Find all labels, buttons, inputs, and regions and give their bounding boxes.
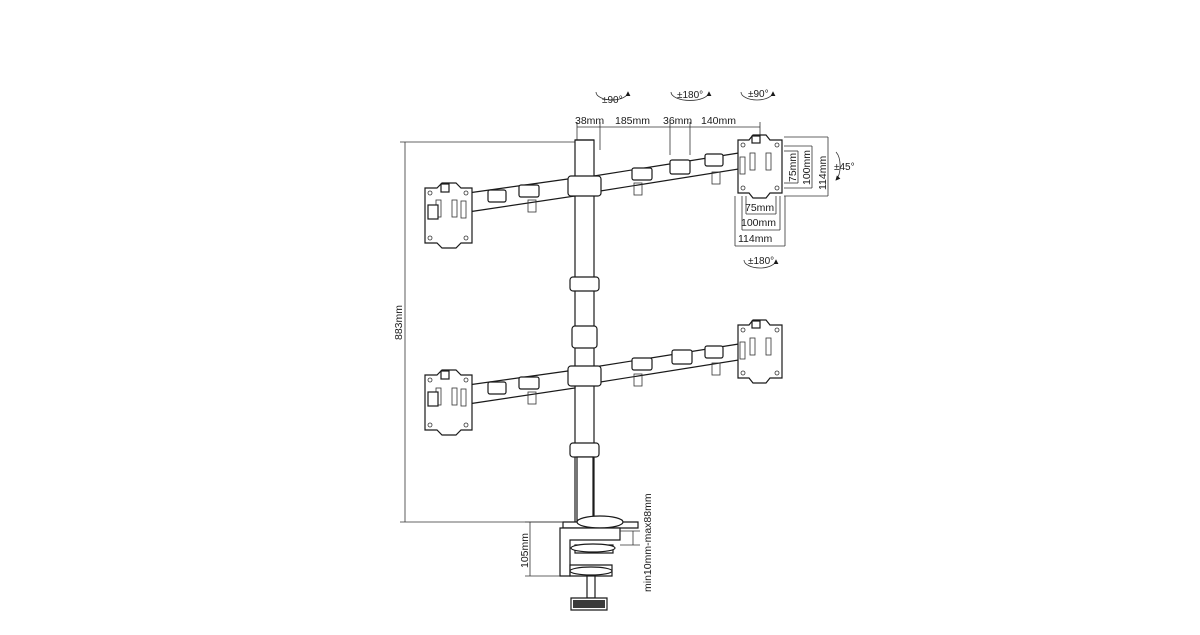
rotation-tilt-label: ±45° [834, 162, 855, 173]
clamp-height-label: 105mm [519, 533, 531, 568]
rotation-right-label: ±90° [748, 89, 769, 100]
arm-seg-3-label: 36mm [663, 115, 692, 127]
rotation-center-indicator: ±180° [670, 90, 712, 101]
rotation-right-indicator: ±90° [740, 89, 776, 101]
vesa-plate-lower-right [737, 319, 783, 384]
rotation-center-label: ±180° [677, 90, 703, 101]
rotation-swivel-indicator: ±180° [743, 256, 779, 269]
vesa-plate-upper-left [424, 182, 473, 249]
upper-arm [467, 151, 746, 213]
vesa-plate-upper-right [737, 134, 783, 199]
lower-arm [467, 342, 746, 405]
height-label: 883mm [393, 305, 405, 340]
vesa-w75-label: 75mm [745, 202, 774, 214]
vesa-h114-label: 114mm [817, 156, 829, 190]
desk-thickness-label: min10mm-max88mm [642, 493, 654, 592]
rotation-tilt-indicator: ±45° [834, 151, 855, 181]
arm-seg-1-label: 38mm [575, 115, 604, 127]
vesa-w114-label: 114mm [738, 233, 772, 245]
vesa-h75-label: 75mm [787, 153, 799, 182]
vesa-dimensions: 75mm 100mm 114mm 75mm 100mm 114mm [734, 136, 829, 247]
vesa-h100-label: 100mm [801, 150, 813, 185]
rotation-left-indicator: ±90° [595, 91, 631, 106]
rotation-swivel-label: ±180° [748, 256, 774, 267]
arm-dimension-line: 38mm 185mm 36mm 140mm [575, 115, 761, 155]
vesa-plate-lower-left [424, 369, 473, 436]
arm-seg-2-label: 185mm [615, 115, 650, 127]
vesa-w100-label: 100mm [741, 217, 776, 229]
arm-seg-4-label: 140mm [701, 115, 736, 127]
desk-clamp [525, 456, 640, 611]
rotation-left-label: ±90° [602, 95, 623, 106]
